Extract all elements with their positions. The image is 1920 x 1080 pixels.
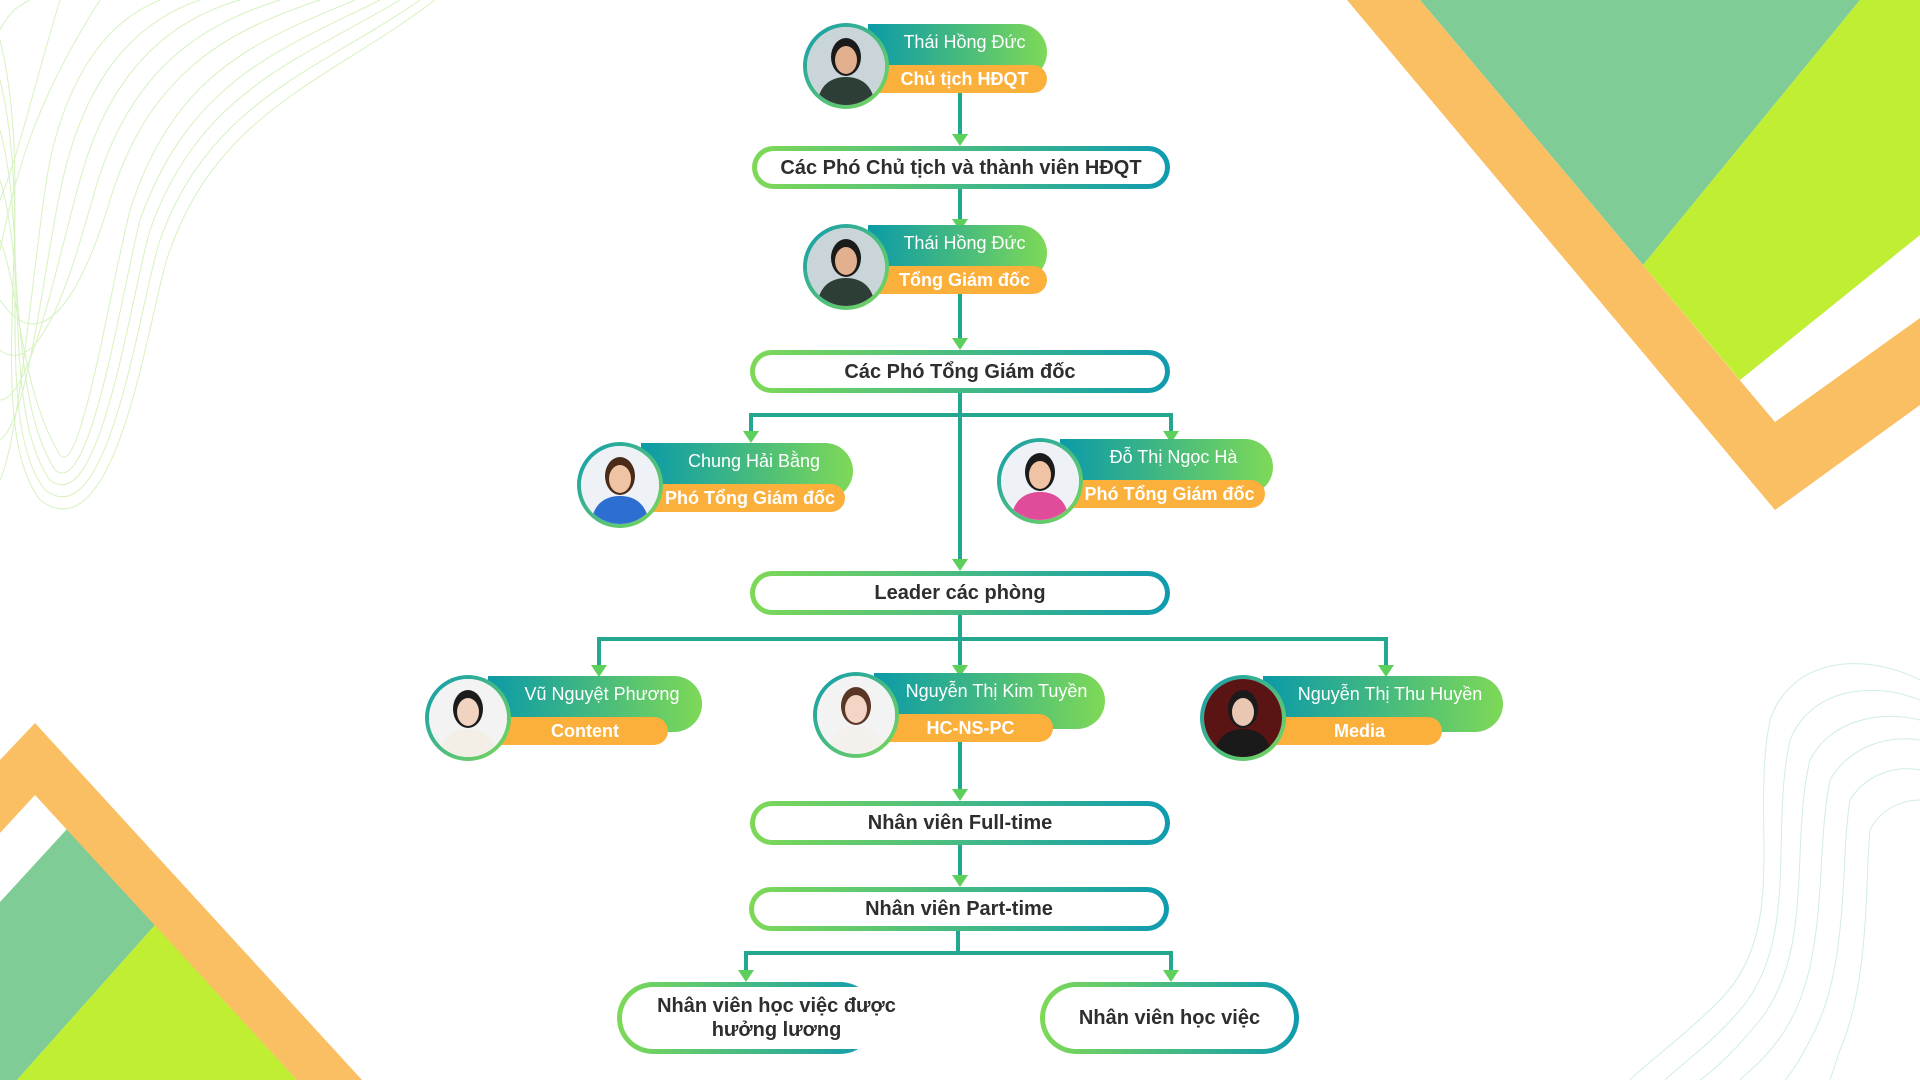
person-role: Chủ tịch HĐQT [868, 65, 1047, 93]
arrow-head-icon [952, 338, 968, 350]
person-role: Phó Tổng Giám đốc [641, 484, 845, 512]
arrow-head-icon [591, 665, 607, 677]
person-role: HC-NS-PC [874, 714, 1053, 742]
box-parttime-staff: Nhân viên Part-time [749, 887, 1169, 931]
avatar [803, 224, 889, 310]
arrow-head-icon [1163, 431, 1179, 443]
person-photo-icon [817, 676, 895, 754]
arrow-head-icon [1163, 970, 1179, 982]
arrow-head-icon [952, 789, 968, 801]
box-fulltime-staff: Nhân viên Full-time [750, 801, 1170, 845]
person-photo-icon [581, 446, 659, 524]
avatar [425, 675, 511, 761]
arrow-head-icon [743, 431, 759, 443]
arrow-head-icon [738, 970, 754, 982]
person-role: Content [488, 717, 668, 745]
arrow-head-icon [952, 875, 968, 887]
avatar [813, 672, 899, 758]
arrow-head-icon [952, 134, 968, 146]
person-photo-icon [807, 228, 885, 306]
person-photo-icon [1204, 679, 1282, 757]
corner-shapes-top-right [1347, 0, 1920, 510]
avatar [577, 442, 663, 528]
person-photo-icon [1001, 442, 1079, 520]
wave-pattern-top-left [0, 0, 436, 510]
box-interns: Nhân viên học việc [1040, 982, 1299, 1054]
person-role: Tổng Giám đốc [868, 266, 1047, 294]
person-photo-icon [429, 679, 507, 757]
arrow-head-icon [1378, 665, 1394, 677]
wave-pattern-bottom-right [1629, 663, 1920, 1080]
box-vice-chairmen: Các Phó Chủ tịch và thành viên HĐQT [752, 146, 1170, 189]
person-photo-icon [807, 27, 885, 105]
person-role: Phó Tổng Giám đốc [1060, 480, 1265, 508]
arrow-head-icon [952, 559, 968, 571]
avatar [1200, 675, 1286, 761]
person-role: Media [1263, 717, 1442, 745]
box-paid-interns: Nhân viên học việc được hưởng lương [617, 982, 931, 1054]
corner-shapes-bottom-left [0, 723, 362, 1080]
avatar [803, 23, 889, 109]
box-deputy-ceos: Các Phó Tổng Giám đốc [750, 350, 1170, 393]
avatar [997, 438, 1083, 524]
box-department-leaders: Leader các phòng [750, 571, 1170, 615]
arrow-head-icon [952, 665, 968, 677]
connector-lines [591, 92, 1394, 982]
